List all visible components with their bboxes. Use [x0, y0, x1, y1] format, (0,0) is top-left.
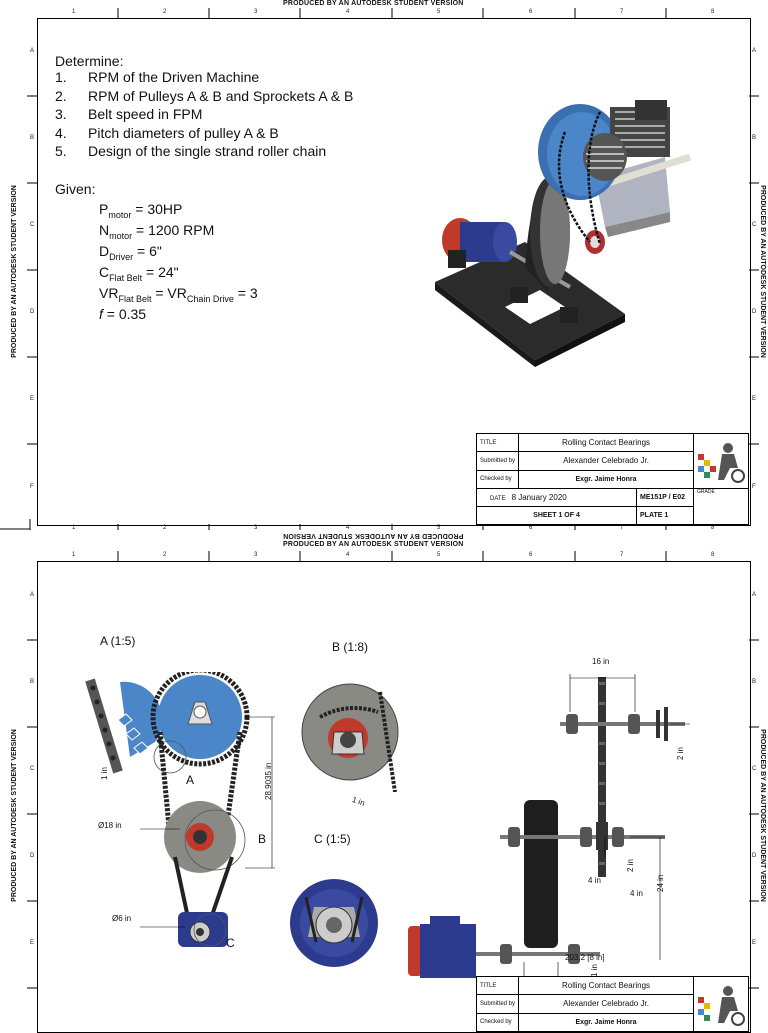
- drawing-title: Rolling Contact Bearings: [518, 432, 694, 453]
- dim-sprocket-offset: 2 in: [626, 859, 635, 872]
- view-c-label: C (1:5): [314, 832, 351, 846]
- grade-label: GRADE: [693, 488, 749, 525]
- given-velocity-ratio: VRFlat Belt = VRChain Drive = 3: [99, 285, 258, 304]
- list-item: 3.Belt speed in FPM: [55, 106, 203, 122]
- view-a-label: A (1:5): [100, 634, 136, 648]
- sheet-number: SHEET 1 OF 4: [476, 506, 637, 525]
- given-speed: Nmotor = 1200 RPM: [99, 222, 215, 241]
- detail-a-chain: [85, 678, 160, 774]
- logo-icon: [698, 443, 745, 483]
- submitted-label-2: Submitted by: [475, 994, 520, 1014]
- checked-label-2: Checked by: [475, 1012, 520, 1033]
- checked-by-2: Exgr. Jaime Honra: [518, 1012, 694, 1033]
- right-side-banner: PRODUCED BY AN AUTODESK STUDENT VERSION: [758, 185, 766, 358]
- list-item: 4.Pitch diameters of pulley A & B: [55, 124, 279, 141]
- top-banner: PRODUCED BY AN AUTODESK STUDENT VERSION: [283, 0, 464, 7]
- border-ticks-2: [27, 551, 759, 989]
- checked-by: Exgr. Jaime Honra: [518, 469, 694, 490]
- title-label: TITLE: [475, 432, 520, 453]
- list-item: 1.RPM of the Driven Machine: [55, 69, 260, 85]
- callout-b: B: [258, 832, 267, 846]
- dim-hub-offset: 2 in: [676, 747, 685, 760]
- dim-belt-width: 203.2 [8 in]: [565, 953, 605, 962]
- title-block-2: TITLE Rolling Contact Bearings Submitted…: [475, 975, 749, 1033]
- view-b-label: B (1:8): [332, 640, 369, 654]
- top-banner-2: PRODUCED BY AN AUTODESK STUDENT VERSION: [283, 541, 464, 548]
- sheet-1: PRODUCED BY AN AUTODESK STUDENT VERSION …: [0, 0, 766, 531]
- list-item: 5.Design of the single strand roller cha…: [55, 143, 327, 159]
- drawing-title-2: Rolling Contact Bearings: [518, 975, 694, 996]
- detail-b-pulley: [301, 683, 399, 792]
- detail-c-motor-pulley: [290, 879, 378, 967]
- plate-number: PLATE 1: [636, 506, 694, 525]
- submitted-by: Alexander Celebrado Jr.: [518, 451, 694, 471]
- given-power: Pmotor = 30HP: [99, 201, 183, 220]
- callout-c: C: [226, 936, 235, 950]
- left-side-banner-2: PRODUCED BY AN AUTODESK STUDENT VERSION: [10, 729, 18, 902]
- submitted-label: Submitted by: [475, 451, 520, 471]
- determine-heading: Determine:: [55, 53, 124, 69]
- assembly-elevation: [408, 674, 690, 982]
- assembly-illustration: [435, 100, 692, 367]
- logo: [693, 433, 749, 489]
- callout-a: A: [186, 773, 195, 787]
- left-side-banner: PRODUCED BY AN AUTODESK STUDENT VERSION: [10, 185, 18, 358]
- submitted-by-2: Alexander Celebrado Jr.: [518, 994, 694, 1014]
- logo-icon: [698, 986, 745, 1026]
- dim-driver-diameter: Ø6 in: [112, 914, 132, 923]
- list-item: 2.RPM of Pulleys A & B and Sprockets A &…: [55, 87, 354, 104]
- course-code: ME151P / E02: [636, 488, 694, 507]
- given-center-distance: CFlat Belt = 24": [99, 264, 179, 283]
- dim-bearing-gap: 4 in: [588, 876, 601, 885]
- logo-2: [693, 976, 749, 1032]
- dim-shaft-span: 16 in: [592, 657, 610, 666]
- determine-list: 1.RPM of the Driven Machine 2.RPM of Pul…: [55, 68, 353, 161]
- right-side-banner-2: PRODUCED BY AN AUTODESK STUDENT VERSION: [758, 729, 766, 902]
- given-friction: f = 0.35: [99, 306, 147, 322]
- title-block: TITLE Rolling Contact Bearings Submitted…: [475, 432, 749, 525]
- dim-chain-pitch: 1 in: [100, 767, 109, 780]
- checked-label: Checked by: [475, 469, 520, 490]
- given-heading: Given:: [55, 181, 96, 197]
- sheet-2: PRODUCED BY AN AUTODESK STUDENT VERSION …: [0, 532, 768, 1033]
- dim-lower-gap: 4 in: [630, 889, 643, 898]
- title-label-2: TITLE: [475, 975, 520, 996]
- dim-vertical-span: 24 in: [656, 874, 665, 892]
- drawing-frame: [37, 18, 751, 526]
- dim-pulley-diameter: Ø18 in: [98, 821, 122, 830]
- chain-drive-elevation: [140, 672, 275, 947]
- dim-center-distance: 28.9035 in: [264, 762, 273, 800]
- given-driver-diameter: DDriver = 6": [99, 243, 162, 262]
- border-ticks: [0, 8, 759, 530]
